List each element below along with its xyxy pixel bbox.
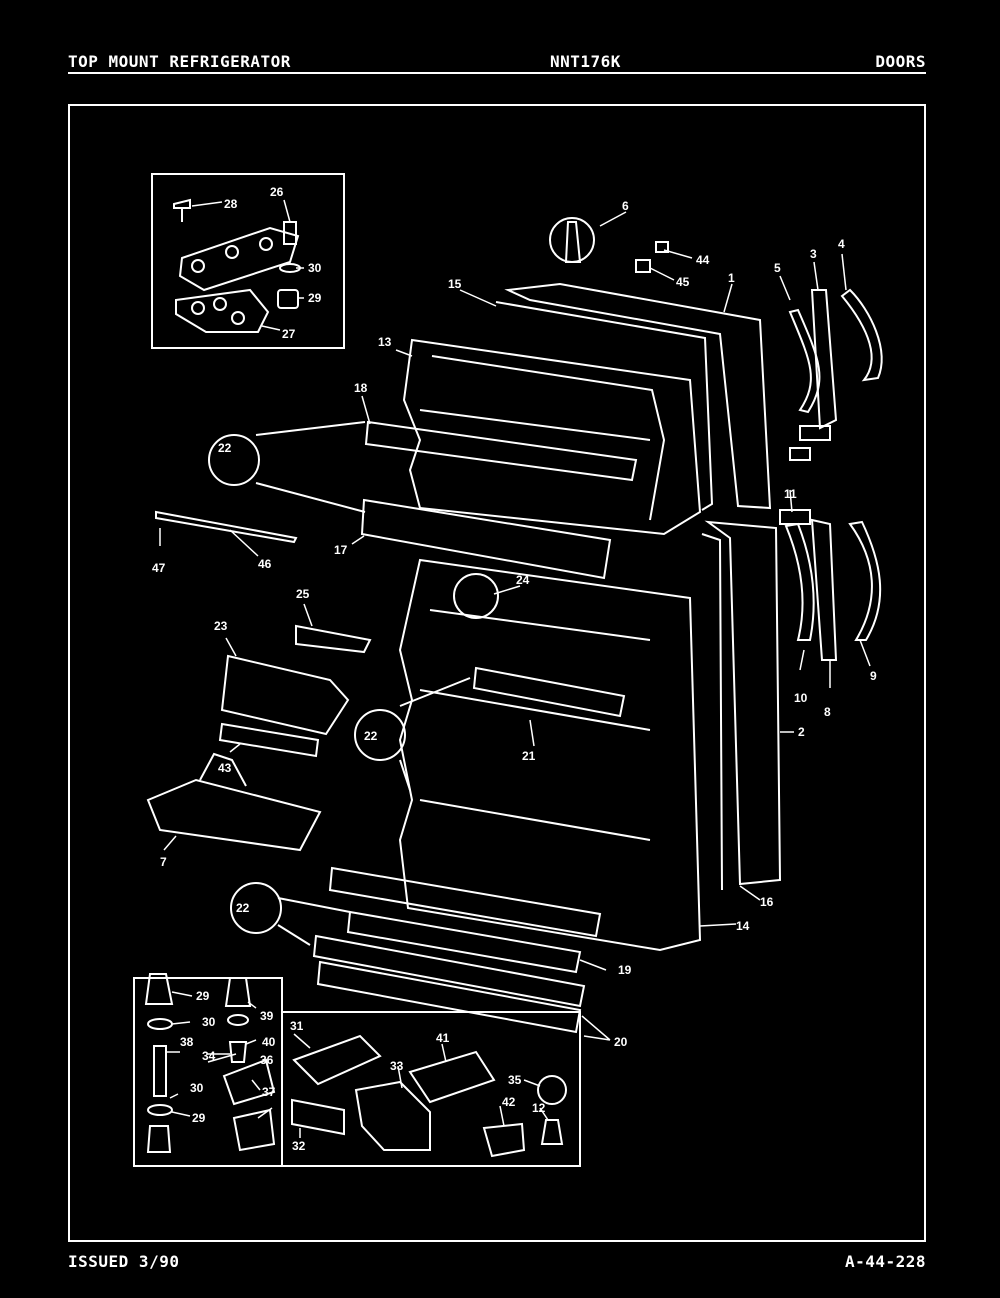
callout-13: 13 (378, 335, 392, 349)
callout-37: 37 (262, 1085, 276, 1099)
callout-34: 34 (202, 1049, 216, 1063)
callout-29: 29 (308, 291, 322, 305)
callout-22-c: 22 (236, 901, 250, 915)
callout-17: 17 (334, 543, 348, 557)
callout-22-b: 22 (364, 729, 378, 743)
callout-23: 23 (214, 619, 228, 633)
callout-9: 9 (870, 669, 877, 683)
callout-11: 11 (784, 487, 797, 501)
callout-40: 40 (262, 1035, 276, 1049)
callout-43: 43 (218, 761, 232, 775)
callout-30-b: 30 (190, 1081, 204, 1095)
callout-39: 39 (260, 1009, 274, 1023)
door-handles (779, 288, 883, 661)
footer-issued: ISSUED 3/90 (68, 1252, 180, 1271)
diagram-frame (68, 104, 926, 1242)
callout-22-a: 22 (218, 441, 232, 455)
callout-24: 24 (516, 573, 530, 587)
callout-10: 10 (794, 691, 808, 705)
callout-15: 15 (448, 277, 462, 291)
callout-45: 45 (676, 275, 690, 289)
callout-3: 3 (810, 247, 817, 261)
callout-33: 33 (390, 1059, 404, 1073)
callout-31: 31 (290, 1019, 304, 1033)
fresh-food-door-assembly (312, 520, 782, 1034)
callout-19: 19 (618, 963, 632, 977)
header-section: DOORS (875, 52, 926, 71)
callout-8: 8 (824, 705, 831, 719)
callout-35: 35 (508, 1073, 522, 1087)
header-model: NNT176K (550, 52, 621, 71)
callout-2: 2 (798, 725, 805, 739)
callout-29-b: 29 (192, 1111, 206, 1125)
callout-18: 18 (354, 381, 368, 395)
callout-38: 38 (180, 1035, 194, 1049)
callout-leaders (159, 199, 871, 1138)
callout-14: 14 (736, 919, 750, 933)
callout-4: 4 (838, 237, 845, 251)
callout-7: 7 (160, 855, 167, 869)
callout-30-a: 30 (202, 1015, 216, 1029)
callout-5: 5 (774, 261, 781, 275)
callout-36: 36 (260, 1053, 274, 1067)
upper-hinge-inset (151, 173, 345, 349)
freezer-door-assembly (360, 282, 772, 580)
callout-16: 16 (760, 895, 774, 909)
callout-46: 46 (258, 557, 272, 571)
callout-1: 1 (728, 271, 735, 285)
header-rule (68, 72, 926, 74)
callout-47: 47 (152, 561, 166, 575)
callout-27: 27 (282, 327, 296, 341)
callout-41: 41 (436, 1031, 450, 1045)
callout-25: 25 (296, 587, 310, 601)
callout-labels: 28 26 30 29 27 6 44 45 15 1 5 3 4 13 18 … (152, 185, 877, 1153)
callout-26: 26 (270, 185, 284, 199)
callout-44: 44 (696, 253, 710, 267)
callout-6: 6 (622, 199, 629, 213)
callout-30: 30 (308, 261, 322, 275)
callout-32: 32 (292, 1139, 306, 1153)
callout-29-a: 29 (196, 989, 210, 1003)
header-title: TOP MOUNT REFRIGERATOR (68, 52, 291, 71)
footer-code: A-44-228 (844, 1252, 926, 1271)
callout-20: 20 (614, 1035, 628, 1049)
callout-42: 42 (502, 1095, 516, 1109)
callout-12: 12 (532, 1101, 546, 1115)
callout-21: 21 (522, 749, 536, 763)
lower-hinge-inset (133, 973, 581, 1167)
callout-28: 28 (224, 197, 238, 211)
loose-parts-left (146, 217, 669, 946)
